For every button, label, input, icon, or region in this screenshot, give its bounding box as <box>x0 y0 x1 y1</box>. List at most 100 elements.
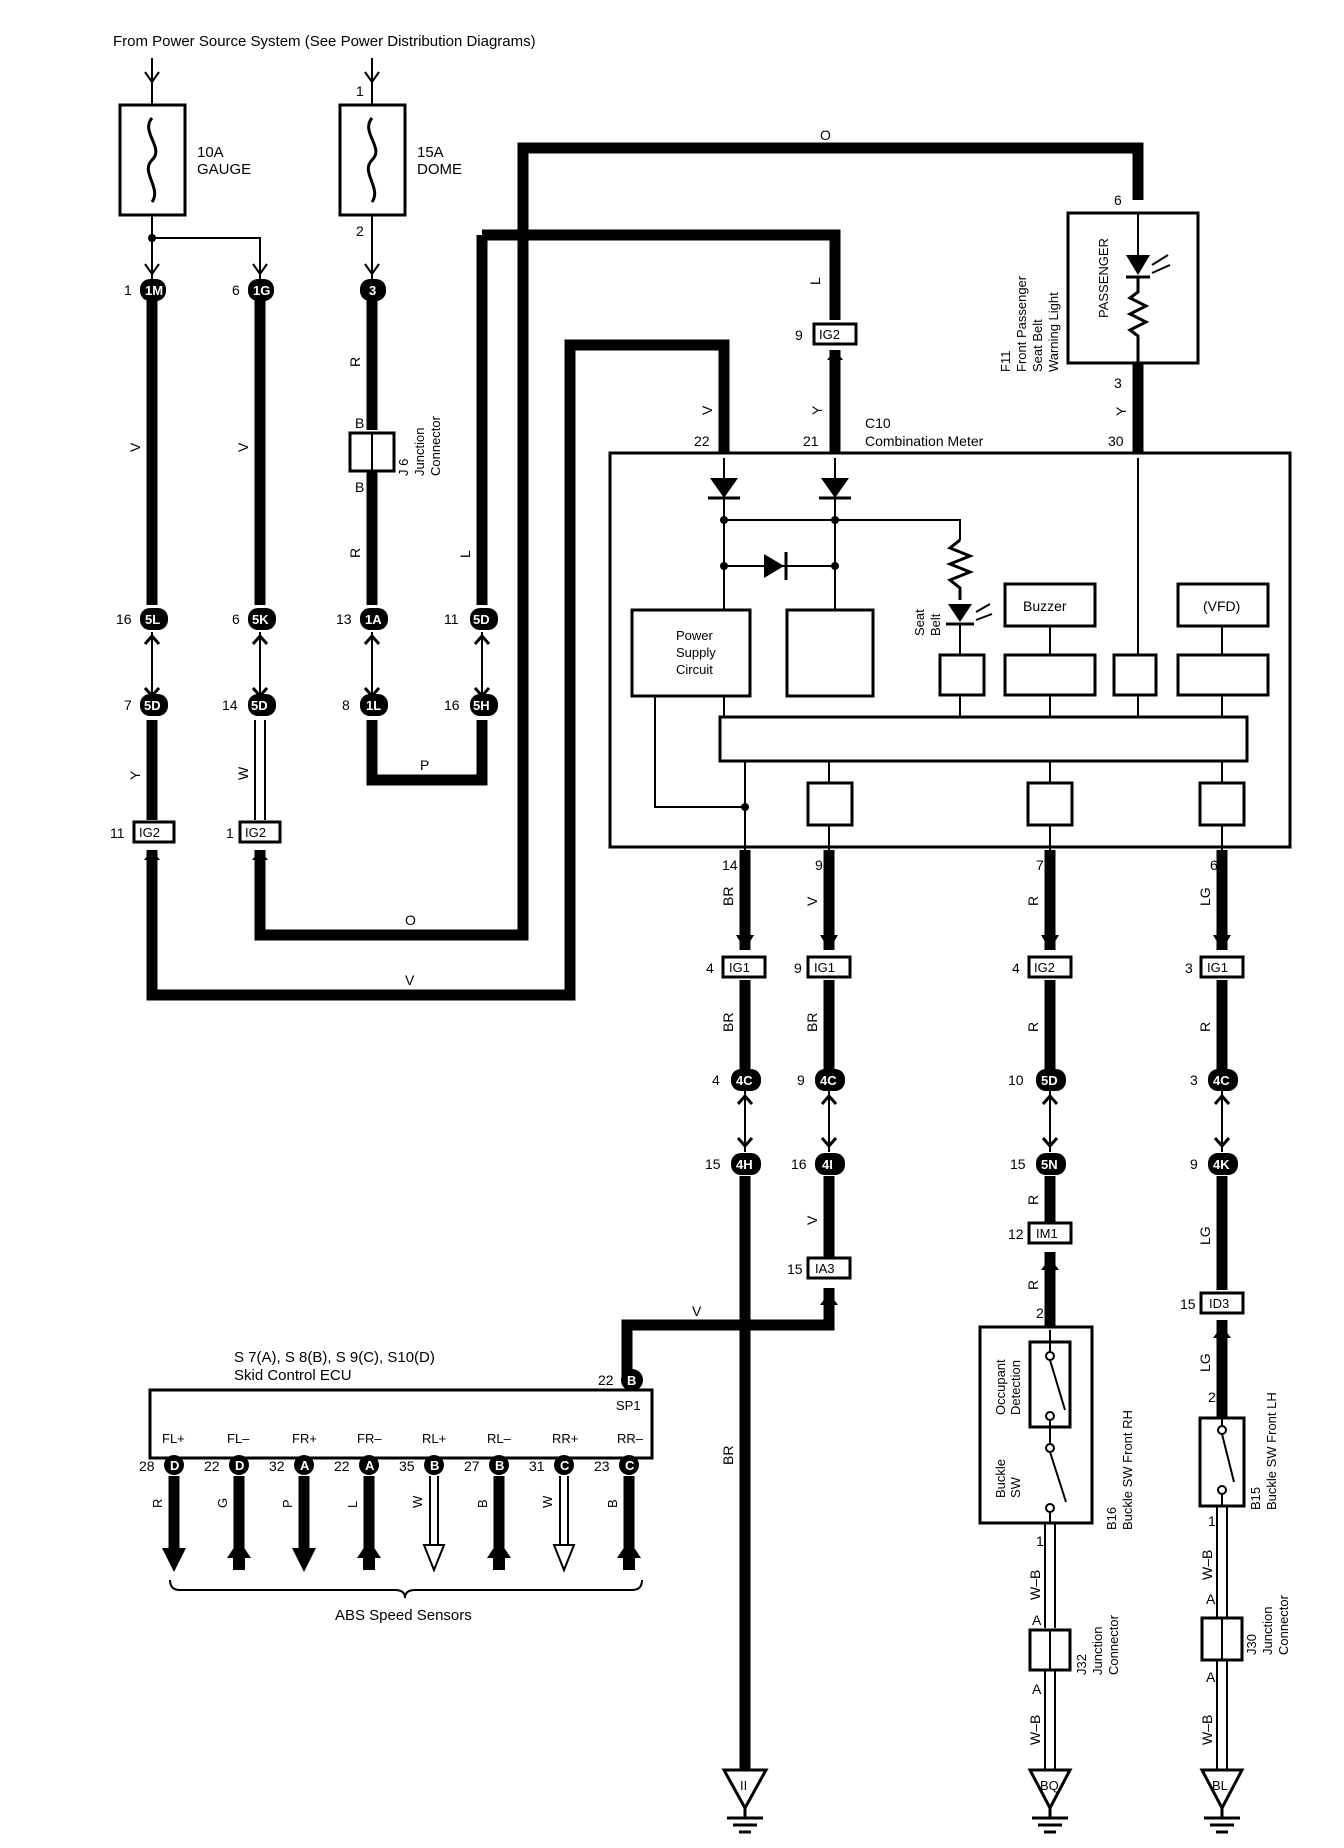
svg-text:14: 14 <box>722 857 738 873</box>
svg-text:Connector: Connector <box>1276 1594 1291 1655</box>
fuse-gauge: 10A GAUGE <box>118 103 251 217</box>
ecu-wire-color: G <box>215 1498 230 1508</box>
svg-text:4C: 4C <box>1213 1073 1230 1088</box>
svg-text:4K: 4K <box>1213 1157 1230 1172</box>
svg-text:1: 1 <box>124 282 132 298</box>
svg-text:14: 14 <box>222 697 238 713</box>
svg-text:B16: B16 <box>1104 1507 1119 1530</box>
svg-text:Y: Y <box>809 405 825 415</box>
input-arrows <box>144 58 380 105</box>
conn-ig2-meter: IG2 9 Y V <box>699 322 858 415</box>
ecu-terminal-label: FL+ <box>162 1431 185 1446</box>
svg-text:V: V <box>804 1215 820 1225</box>
svg-text:16: 16 <box>791 1156 807 1172</box>
ecu-terminal-pin: 28 <box>139 1458 155 1474</box>
svg-text:IG2: IG2 <box>139 825 160 840</box>
svg-text:IA3: IA3 <box>815 1261 835 1276</box>
svg-text:13: 13 <box>336 611 352 627</box>
svg-text:Detection: Detection <box>1008 1360 1023 1415</box>
svg-text:Front Passenger: Front Passenger <box>1014 275 1029 372</box>
svg-text:W: W <box>235 766 251 780</box>
svg-text:F11: F11 <box>998 351 1013 372</box>
ecu-wire-color: P <box>280 1499 295 1508</box>
svg-text:12: 12 <box>1008 1226 1024 1242</box>
svg-text:R: R <box>1197 1022 1213 1032</box>
svg-text:J 6: J 6 <box>396 459 411 476</box>
svg-text:R: R <box>347 548 363 558</box>
svg-text:Occupant: Occupant <box>993 1359 1008 1415</box>
sensor-arrow <box>162 1548 186 1572</box>
ecu-terminal <box>424 1455 444 1475</box>
svg-text:5N: 5N <box>1041 1157 1058 1172</box>
left-connectors: 1M 1 1G 6 3 B B 5L 16 5K 6 1A 13 5D 11 5… <box>110 279 498 860</box>
svg-text:1A: 1A <box>365 612 382 627</box>
ecu-terminal-letter: A <box>365 1458 375 1473</box>
svg-text:15: 15 <box>1010 1156 1026 1172</box>
f11-warning-light: PASSENGER 6 3 F11 Front Passenger Seat B… <box>998 192 1200 391</box>
svg-text:1: 1 <box>226 825 234 841</box>
ecu-terminal-pin: 35 <box>399 1458 415 1474</box>
svg-text:Buckle SW Front RH: Buckle SW Front RH <box>1120 1410 1135 1530</box>
svg-text:Connector: Connector <box>1106 1614 1121 1675</box>
svg-text:O: O <box>405 912 416 928</box>
j6-label: J 6 Junction Connector <box>396 415 443 476</box>
svg-text:IG1: IG1 <box>814 960 835 975</box>
svg-text:6: 6 <box>232 611 240 627</box>
ecu-wire-color: W <box>410 1495 425 1508</box>
svg-text:5L: 5L <box>145 612 160 627</box>
svg-text:16: 16 <box>116 611 132 627</box>
svg-text:LG: LG <box>1197 1353 1213 1372</box>
svg-text:1G: 1G <box>253 283 270 298</box>
svg-text:11: 11 <box>444 611 459 627</box>
svg-text:4: 4 <box>706 960 714 976</box>
svg-text:B: B <box>627 1373 636 1388</box>
svg-text:PASSENGER: PASSENGER <box>1096 238 1111 318</box>
svg-text:IG2: IG2 <box>1034 960 1055 975</box>
ecu-terminal-pin: 22 <box>334 1458 350 1474</box>
sensor-arrow <box>292 1548 316 1572</box>
svg-text:A: A <box>1206 1591 1216 1607</box>
svg-text:W–B: W–B <box>1027 1570 1043 1600</box>
ecu-terminal-label: RR– <box>617 1431 644 1446</box>
svg-text:9: 9 <box>1190 1156 1198 1172</box>
ground-ii: II <box>721 1768 769 1834</box>
sensor-arrow <box>227 1540 251 1558</box>
svg-text:B: B <box>355 415 364 431</box>
skid-control-ecu: S 7(A), S 8(B), S 9(C), S10(D) Skid Cont… <box>139 1349 654 1624</box>
ecu-terminal-label: RR+ <box>552 1431 578 1446</box>
svg-text:6: 6 <box>1210 857 1218 873</box>
svg-text:Warning Light: Warning Light <box>1046 292 1061 372</box>
b15-buckle-switch-lh: B15 Buckle SW Front LH 1 <box>1198 1392 1279 1529</box>
svg-text:1: 1 <box>1036 1533 1044 1549</box>
ecu-terminal-pin: 22 <box>204 1458 220 1474</box>
svg-text:IG1: IG1 <box>729 960 750 975</box>
sensor-arrow <box>552 1544 576 1573</box>
svg-text:R: R <box>1025 1195 1041 1205</box>
combination-meter: C10 Combination Meter 22 21 30 Seat Belt <box>608 415 1292 873</box>
ecu-terminal <box>554 1455 574 1475</box>
svg-text:3: 3 <box>1114 375 1122 391</box>
svg-text:J30: J30 <box>1244 1634 1259 1655</box>
svg-text:2: 2 <box>356 223 364 239</box>
svg-text:9: 9 <box>815 857 823 873</box>
ecu-terminal-label: RL+ <box>422 1431 446 1446</box>
svg-text:9: 9 <box>795 327 803 343</box>
rh-ground-path: W–B A A W–B J32 Junction Connector BQ <box>1027 1523 1121 1834</box>
ecu-wire-color: L <box>345 1501 360 1508</box>
ecu-wire-color: W <box>540 1495 555 1508</box>
svg-text:4C: 4C <box>736 1073 753 1088</box>
sensor-arrow <box>357 1540 381 1558</box>
svg-text:W–B: W–B <box>1027 1715 1043 1745</box>
ecu-terminal-label: FR– <box>357 1431 382 1446</box>
ecu-wire-color: B <box>475 1499 490 1508</box>
svg-text:4: 4 <box>1012 960 1020 976</box>
svg-text:Connector: Connector <box>428 415 443 476</box>
ecu-terminal-letter: B <box>495 1458 504 1473</box>
svg-text:Y: Y <box>1113 406 1129 416</box>
ecu-terminal-label: RL– <box>487 1431 512 1446</box>
svg-text:4I: 4I <box>822 1157 833 1172</box>
svg-text:16: 16 <box>444 697 460 713</box>
svg-text:R: R <box>1025 896 1041 906</box>
svg-text:R: R <box>1025 1280 1041 1290</box>
svg-text:8: 8 <box>342 697 350 713</box>
